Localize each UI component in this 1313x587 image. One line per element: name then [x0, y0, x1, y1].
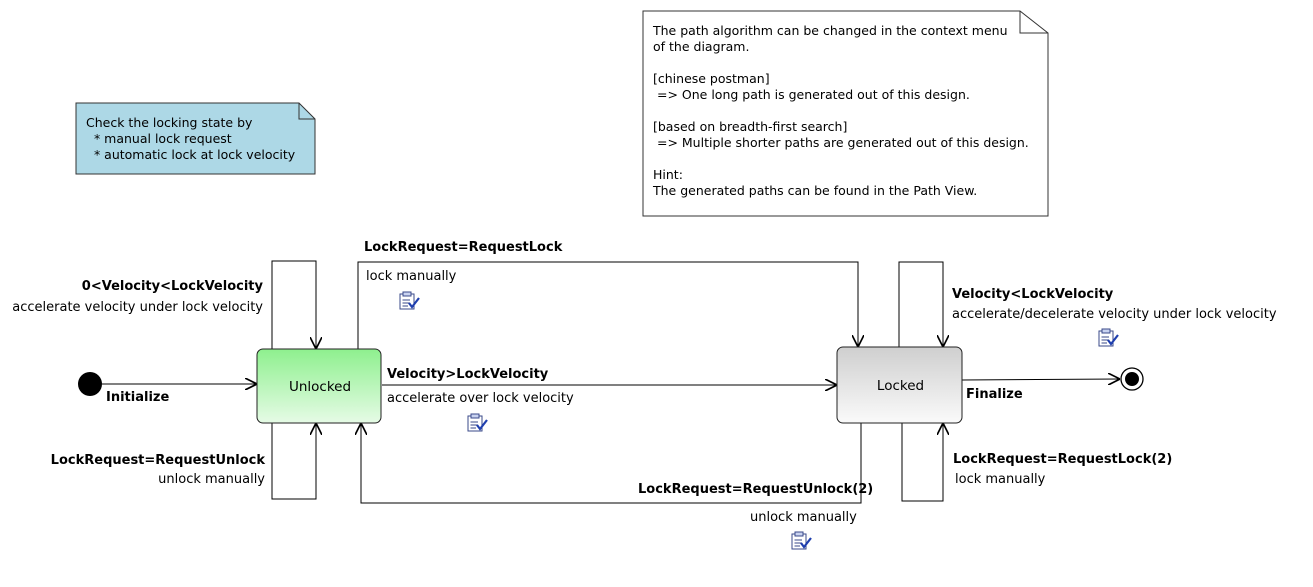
note-locking-shape[interactable] [75, 102, 316, 175]
test-step-icon[interactable] [1098, 328, 1120, 348]
label-locked-self-bottom-action: lock manually [955, 472, 1046, 487]
test-step-icon[interactable] [467, 413, 489, 433]
label-unlock-request-2-trigger: LockRequest=RequestUnlock(2) [638, 482, 874, 497]
state-locked[interactable]: Locked [837, 347, 964, 425]
label-finalize: Finalize [966, 387, 1023, 402]
label-initialize: Initialize [106, 390, 170, 405]
note-algorithm-text: The path algorithm can be changed in the… [653, 23, 1029, 198]
state-unlocked-shape [256, 348, 382, 424]
transition-finalize[interactable] [961, 379, 1120, 380]
transition-unlock-request-2[interactable] [361, 423, 862, 504]
transition-lock-request[interactable] [357, 261, 858, 349]
label-lock-request-action: lock manually [366, 269, 457, 284]
initial-state[interactable] [78, 372, 102, 396]
transition-unlocked-self-bottom[interactable] [271, 423, 316, 500]
state-locked-shape [836, 346, 963, 424]
transition-unlocked-self-top[interactable] [271, 260, 316, 349]
label-unlocked-self-top-trigger: 0<Velocity<LockVelocity [81, 279, 263, 294]
label-locked-self-top-action: accelerate/decelerate velocity under loc… [952, 307, 1277, 322]
state-unlocked-label: Unlocked [288, 379, 352, 395]
label-velocity-over-action: accelerate over lock velocity [387, 391, 574, 406]
transition-locked-self-top[interactable] [898, 261, 943, 347]
state-locked-label: Locked [876, 378, 925, 394]
test-step-icon[interactable] [399, 291, 421, 311]
label-lock-request-trigger: LockRequest=RequestLock [364, 240, 563, 255]
label-velocity-over-trigger: Velocity>LockVelocity [387, 367, 549, 382]
state-unlocked[interactable]: Unlocked [257, 349, 383, 425]
test-step-icon[interactable] [791, 531, 813, 551]
label-unlocked-self-top-action: accelerate velocity under lock velocity [12, 300, 263, 315]
transition-locked-self-bottom[interactable] [901, 423, 943, 502]
label-locked-self-bottom-trigger: LockRequest=RequestLock(2) [953, 452, 1173, 467]
label-unlock-request-2-action: unlock manually [750, 510, 857, 525]
note-algorithm-shape[interactable] [642, 10, 1049, 217]
label-locked-self-top-trigger: Velocity<LockVelocity [952, 287, 1114, 302]
note-locking-text: Check the locking state by * manual lock… [86, 115, 296, 162]
label-unlocked-self-bottom-trigger: LockRequest=RequestUnlock [50, 453, 265, 468]
label-unlocked-self-bottom-action: unlock manually [158, 472, 265, 487]
